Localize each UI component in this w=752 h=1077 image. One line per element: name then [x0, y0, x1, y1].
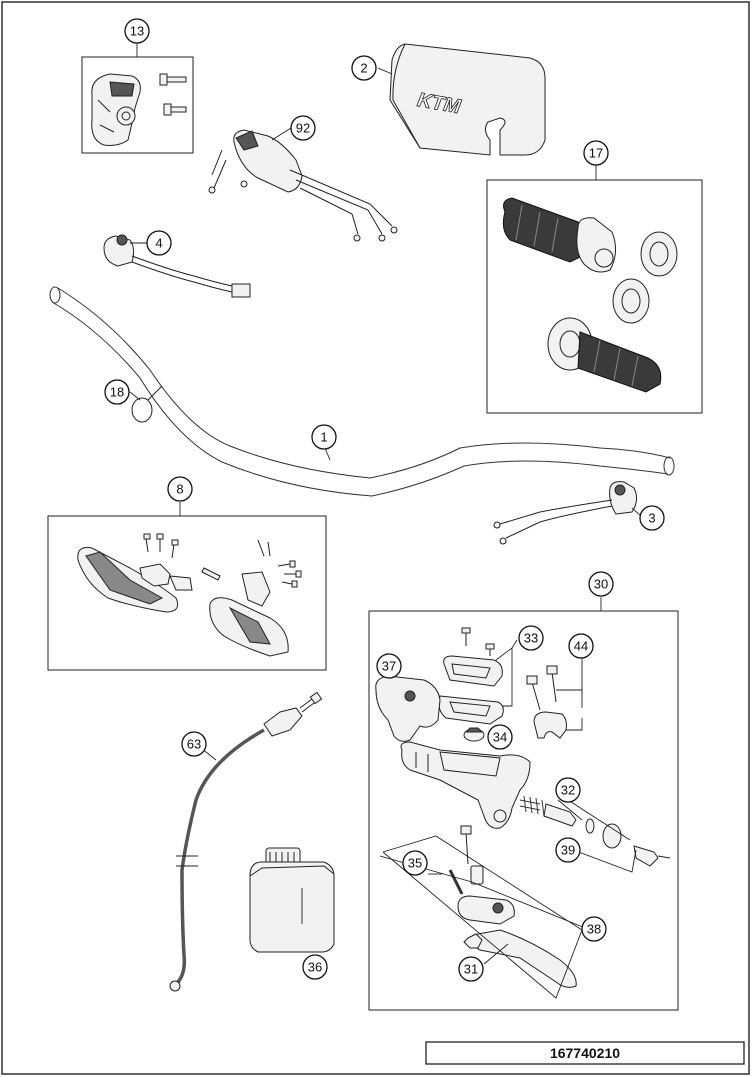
callout-4: 4 — [146, 230, 172, 256]
svg-text:30: 30 — [594, 577, 608, 592]
callout-13: 13 — [124, 18, 150, 44]
part-number-box — [425, 1041, 745, 1065]
svg-text:39: 39 — [561, 843, 575, 858]
part-37-lever-guard — [375, 675, 441, 742]
part-32-piston — [519, 795, 577, 827]
callout-3: 3 — [639, 505, 665, 531]
part-13-screws — [159, 73, 187, 116]
svg-text:18: 18 — [110, 385, 124, 400]
part-36-fluid-bottle — [249, 847, 335, 953]
svg-text:13: 13 — [130, 24, 144, 39]
part-33-reservoir-cover — [438, 627, 504, 725]
callout-44: 44 — [568, 633, 594, 659]
part-92-throttle-assembly — [208, 129, 398, 242]
callout-1: 1 — [311, 424, 337, 450]
svg-text:32: 32 — [561, 783, 575, 798]
svg-text:37: 37 — [382, 659, 396, 674]
svg-text:17: 17 — [589, 146, 603, 161]
callout-63: 63 — [181, 731, 207, 757]
group-box-17 — [486, 179, 703, 414]
part-4-kill-switch — [103, 234, 251, 298]
callout-30: 30 — [588, 571, 614, 597]
part-8-hand-guards — [77, 533, 302, 657]
callout-32: 32 — [555, 777, 581, 803]
part-17-grips — [502, 197, 678, 393]
callout-36: 36 — [302, 954, 328, 980]
part-35-lever-pin — [448, 825, 484, 895]
svg-text:3: 3 — [648, 511, 655, 526]
group-box-30 — [368, 610, 679, 1011]
part-31-brake-lever — [463, 929, 577, 988]
part-3-start-switch — [493, 481, 638, 545]
callout-92: 92 — [290, 115, 316, 141]
svg-text:44: 44 — [574, 639, 588, 654]
svg-text:63: 63 — [187, 737, 201, 752]
callout-33: 33 — [518, 625, 544, 651]
part-44-clamp — [526, 665, 567, 739]
svg-text:31: 31 — [464, 962, 478, 977]
svg-text:38: 38 — [587, 922, 601, 937]
callout-31: 31 — [458, 956, 484, 982]
callout-37: 37 — [376, 653, 402, 679]
svg-text:2: 2 — [360, 61, 367, 76]
callout-8: 8 — [167, 476, 193, 502]
master-cylinder-body — [400, 741, 531, 829]
callout-35: 35 — [402, 850, 428, 876]
part-1-handlebar — [49, 286, 675, 497]
callout-38: 38 — [581, 916, 607, 942]
part-number-label: 167740210 — [550, 1045, 620, 1061]
part-39-adjuster — [585, 818, 671, 867]
group-box-13 — [81, 56, 194, 154]
svg-text:34: 34 — [493, 730, 507, 745]
part-18-cable-tie — [131, 385, 163, 423]
callout-18: 18 — [104, 379, 130, 405]
part-38-lever-bracket — [457, 895, 515, 925]
svg-text:92: 92 — [296, 121, 310, 136]
part-13-switch-housing — [91, 73, 141, 146]
callout-39: 39 — [555, 837, 581, 863]
group-box-8 — [47, 515, 327, 671]
svg-text:35: 35 — [408, 856, 422, 871]
svg-text:36: 36 — [308, 960, 322, 975]
callout-2: 2 — [351, 55, 377, 81]
part-34-diaphragm — [463, 727, 485, 742]
svg-text:8: 8 — [176, 482, 183, 497]
part-63-clutch-hose — [169, 691, 323, 992]
svg-text:4: 4 — [155, 236, 162, 251]
svg-text:33: 33 — [524, 631, 538, 646]
svg-text:1: 1 — [320, 430, 327, 445]
callout-17: 17 — [583, 140, 609, 166]
callout-34: 34 — [487, 724, 513, 750]
part-2-handlebar-pad: KTM — [389, 43, 546, 156]
